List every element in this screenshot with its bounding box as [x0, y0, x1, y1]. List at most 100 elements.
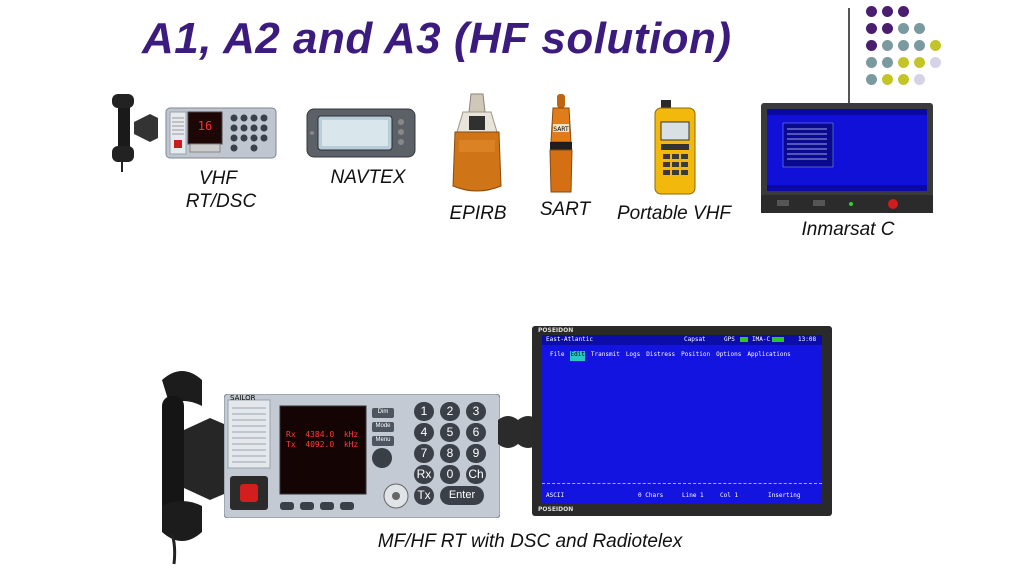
navtex-receiver-illustration: [306, 108, 416, 158]
mfhf-key-5[interactable]: 5: [440, 423, 460, 442]
terminal-menu-bar: File Edit Transmit Logs Distress Position Opti…: [542, 351, 822, 361]
terminal-screen: East-Atlantic Capsat GPS IMA-C 13:08 Fil…: [542, 335, 822, 503]
decorative-dot: [898, 74, 909, 85]
decorative-dot: [914, 40, 925, 51]
mfhf-tx-label: Tx: [286, 440, 296, 449]
sart-caption: SART: [539, 199, 591, 220]
terminal-status-item: 0 Chars: [638, 492, 664, 499]
terminal-status-item: Col 1: [720, 492, 739, 499]
decorative-dot: [882, 6, 893, 17]
terminal-status-item: Inserting: [768, 492, 801, 499]
decorative-dot: [866, 74, 877, 85]
decorative-dot: [930, 57, 941, 68]
terminal-gps-bar: [740, 337, 748, 342]
radiotelex-terminal-monitor: POSEIDON East-Atlantic Capsat GPS IMA-C …: [532, 326, 832, 516]
terminal-menu-applications[interactable]: Applications: [747, 351, 791, 358]
mfhf-key-9[interactable]: 9: [466, 444, 486, 463]
mfhf-side-key-dim[interactable]: Dim: [377, 409, 389, 415]
mfhf-rx-value: 4384.0: [305, 430, 335, 439]
mfhf-tx-value: 4092.0: [305, 440, 335, 449]
epirb-caption: EPIRB: [449, 203, 507, 224]
inmarsat-c-caption: Inmarsat C: [801, 219, 895, 240]
decorative-dot: [898, 23, 909, 34]
mfhf-key-ch[interactable]: Ch: [466, 465, 486, 484]
terminal-status-bar: ASCII 0 Chars Line 1 Col 1 Inserting: [542, 491, 822, 501]
terminal-status-name: Capsat: [684, 336, 706, 343]
mfhf-key-tx[interactable]: Tx: [414, 486, 434, 505]
mfhf-side-key-menu[interactable]: Menu: [375, 437, 391, 443]
decorative-dot: [898, 6, 909, 17]
decorative-dot: [882, 40, 893, 51]
mfhf-brand-label: SAILOR: [230, 394, 256, 402]
terminal-menu-distress[interactable]: Distress: [646, 351, 676, 358]
terminal-menu-transmit[interactable]: Transmit: [590, 351, 620, 358]
mfhf-caption: MF/HF RT with DSC and Radiotelex: [377, 531, 683, 552]
terminal-status-item: Line 1: [682, 492, 704, 499]
decorative-dot: [866, 40, 877, 51]
mfhf-rx-unit: kHz: [343, 430, 359, 439]
terminal-region: East-Atlantic: [546, 336, 593, 343]
decorative-dot: [882, 74, 893, 85]
mfhf-radio-unit: SAILOR Rx 4384.0 kHz Tx 4092.0 kHz Dim M…: [224, 394, 500, 518]
terminal-menu-position[interactable]: Position: [681, 351, 711, 358]
mfhf-key-6[interactable]: 6: [466, 423, 486, 442]
terminal-menu-options[interactable]: Options: [716, 351, 742, 358]
decorative-dot: [866, 23, 877, 34]
mfhf-key-1[interactable]: 1: [414, 402, 434, 421]
terminal-gps: GPS: [724, 336, 735, 343]
mfhf-key-rx[interactable]: Rx: [414, 465, 434, 484]
sart-illustration: SART: [543, 94, 579, 194]
divider-line: [848, 8, 850, 104]
slide-title: A1, A2 and A3 (HF solution): [142, 14, 732, 63]
decorative-dot-grid: [866, 6, 946, 106]
decorative-dot: [914, 23, 925, 34]
portable-vhf-illustration: [653, 100, 697, 196]
terminal-title-bar: East-Atlantic Capsat GPS IMA-C 13:08: [542, 335, 822, 345]
decorative-dot: [882, 57, 893, 68]
mfhf-key-2[interactable]: 2: [440, 402, 460, 421]
terminal-status-item: ASCII: [546, 492, 565, 499]
decorative-dot: [898, 57, 909, 68]
vhf-caption-line2: RT/DSC: [185, 191, 257, 212]
cable-connector: [498, 412, 538, 452]
mfhf-tx-unit: kHz: [343, 440, 359, 449]
vhf-caption-line1: VHF: [199, 168, 237, 189]
mfhf-tx-row: Tx 4092.0 kHz: [286, 440, 358, 449]
mfhf-rx-label: Rx: [286, 430, 296, 439]
decorative-dot: [930, 40, 941, 51]
terminal-brand-bottom: POSEIDON: [538, 506, 574, 513]
vhf-channel-display: 16: [198, 119, 212, 133]
terminal-ruler: [542, 483, 822, 484]
terminal-menu-file[interactable]: File: [550, 351, 565, 358]
decorative-dot: [914, 57, 925, 68]
terminal-menu-edit[interactable]: Edit: [570, 351, 585, 361]
terminal-ima-bar: [772, 337, 784, 342]
decorative-dot: [866, 57, 877, 68]
terminal-body-area[interactable]: [546, 363, 818, 481]
vhf-handset-icon: [112, 94, 158, 172]
decorative-dot: [866, 6, 877, 17]
inmarsat-c-terminal-illustration: [761, 103, 933, 213]
vhf-radio-illustration: 16: [108, 92, 280, 172]
terminal-brand-top: POSEIDON: [538, 327, 574, 334]
navtex-caption: NAVTEX: [330, 167, 406, 188]
sart-label: SART: [553, 126, 569, 133]
terminal-ima: IMA-C: [752, 336, 771, 343]
mfhf-key-7[interactable]: 7: [414, 444, 434, 463]
mfhf-key-8[interactable]: 8: [440, 444, 460, 463]
decorative-dot: [898, 40, 909, 51]
mfhf-key-4[interactable]: 4: [414, 423, 434, 442]
mfhf-rx-row: Rx 4384.0 kHz: [286, 430, 358, 439]
terminal-menu-logs[interactable]: Logs: [625, 351, 641, 358]
epirb-illustration: [449, 92, 505, 196]
mfhf-key-3[interactable]: 3: [466, 402, 486, 421]
mfhf-key-0[interactable]: 0: [440, 465, 460, 484]
terminal-time: 13:08: [798, 336, 817, 343]
mfhf-key-enter[interactable]: Enter: [440, 486, 484, 505]
decorative-dot: [882, 23, 893, 34]
mfhf-side-key-mode[interactable]: Mode: [375, 423, 391, 429]
decorative-dot: [914, 74, 925, 85]
portable-vhf-caption: Portable VHF: [616, 203, 732, 224]
mfhf-handset-icon: [148, 366, 228, 566]
